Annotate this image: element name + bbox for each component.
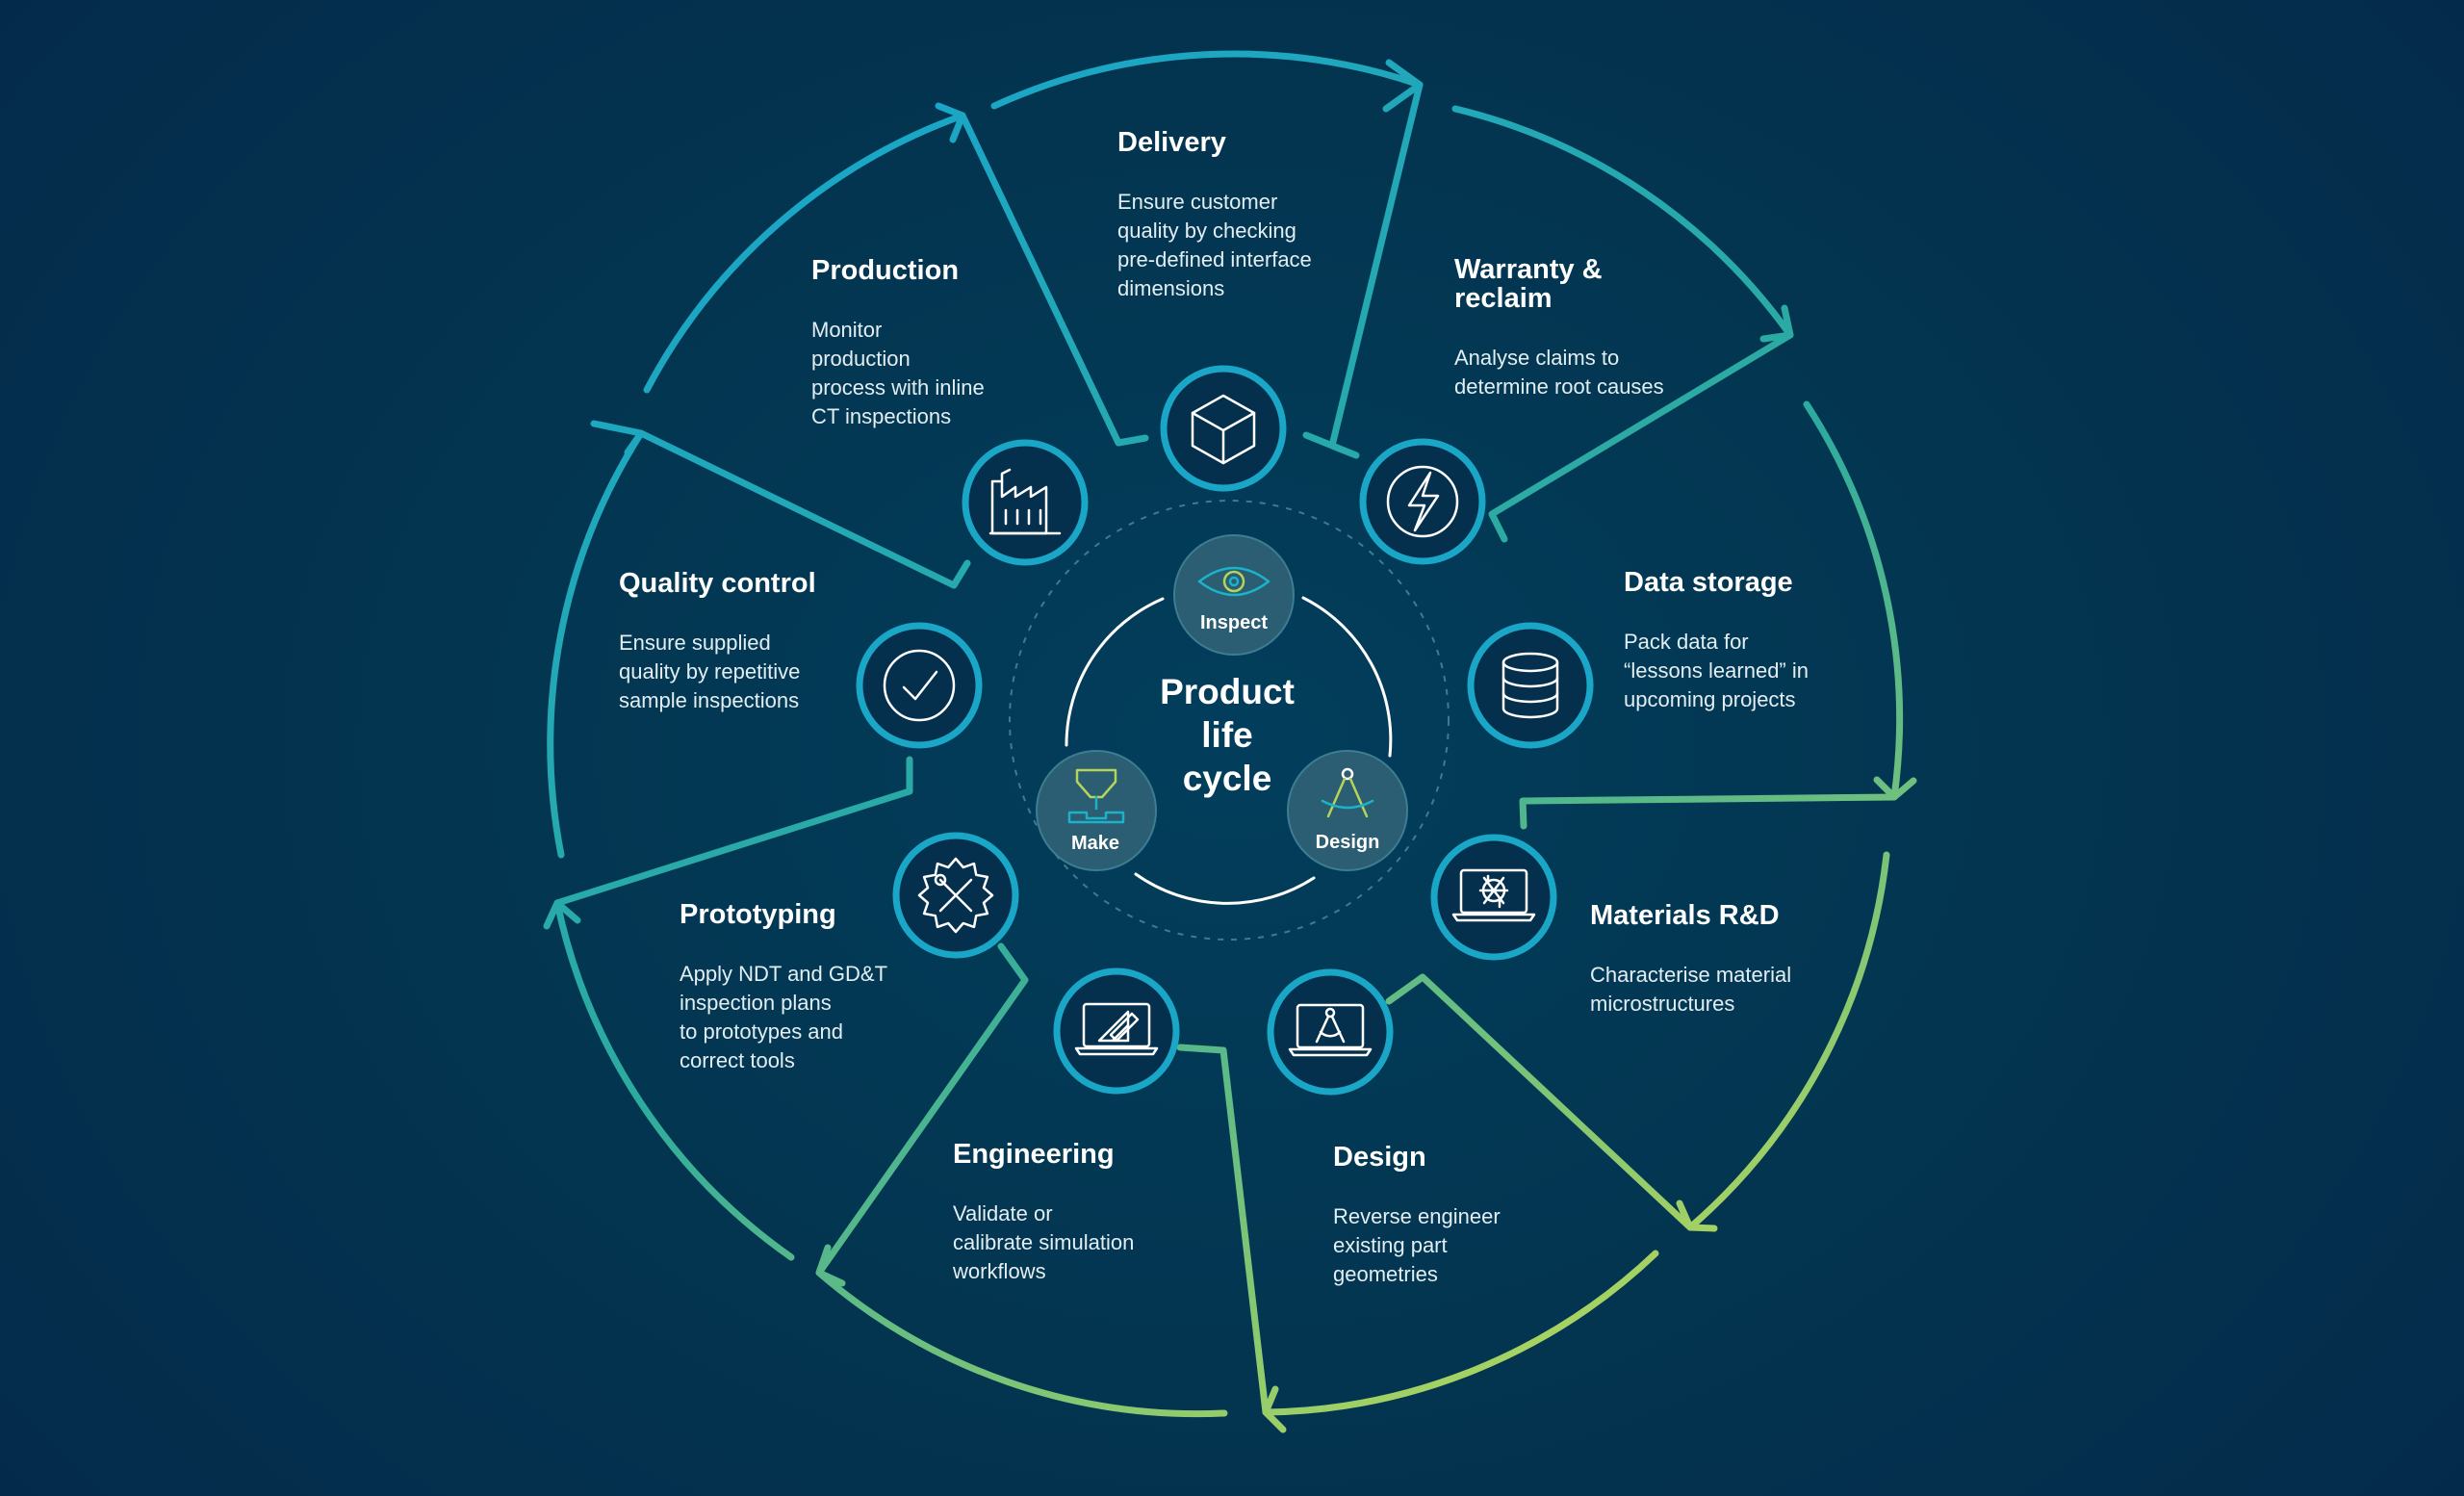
stage-desc-delivery: Ensure customer quality by checking pre-… bbox=[1117, 190, 1312, 300]
stage-desc-production: Monitor production process with inline C… bbox=[811, 318, 985, 428]
stage-desc-quality-control: Ensure supplied quality by repetitive sa… bbox=[619, 631, 801, 712]
arrowhead bbox=[1262, 1385, 1287, 1433]
stage-icon-circle-engineering bbox=[1053, 967, 1180, 1095]
stage-icon-circle-data-storage bbox=[1467, 622, 1594, 749]
stage-desc-prototyping: Apply NDT and GD&T inspection plans to p… bbox=[680, 962, 888, 1072]
segment-design bbox=[1176, 1044, 1659, 1416]
hub-label-design: Design bbox=[1315, 832, 1380, 853]
stage-icon-circle-production bbox=[962, 439, 1089, 566]
segment-delivery bbox=[990, 50, 1424, 459]
drafting-laptop-icon bbox=[1074, 1002, 1159, 1056]
lightning-icon bbox=[1386, 465, 1459, 538]
arrowhead bbox=[815, 1244, 846, 1287]
hub-design bbox=[1287, 750, 1408, 871]
arrowhead bbox=[935, 102, 966, 143]
nozzle-icon bbox=[1067, 768, 1125, 824]
stage-title-warranty: Warranty & reclaim bbox=[1454, 254, 1603, 314]
segment-data-storage bbox=[1519, 400, 1904, 830]
hub-inspect bbox=[1173, 534, 1295, 656]
hub-make bbox=[1036, 750, 1157, 871]
center-cycle-arcs bbox=[1065, 596, 1393, 905]
segment-production bbox=[643, 112, 1149, 447]
inner-dashed-ring bbox=[1009, 500, 1450, 941]
lifecycle-segments bbox=[547, 50, 1904, 1418]
arrowhead bbox=[1873, 776, 1917, 801]
gear-tools-icon bbox=[917, 857, 994, 934]
stage-title-production: Production bbox=[811, 255, 960, 286]
stage-desc-design: Reverse engineer existing part geometrie… bbox=[1333, 1204, 1501, 1286]
stage-title-delivery: Delivery bbox=[1117, 127, 1226, 158]
center-title: Product life cycle bbox=[1160, 672, 1295, 798]
segment-quality-control bbox=[547, 429, 971, 859]
stage-icon-circle-quality-control bbox=[856, 622, 983, 749]
arrowhead bbox=[590, 420, 645, 456]
segment-engineering bbox=[815, 942, 1228, 1418]
eye-icon bbox=[1197, 566, 1270, 597]
hub-label-make: Make bbox=[1070, 833, 1120, 854]
stage-title-design: Design bbox=[1333, 1142, 1426, 1173]
compass-laptop-icon bbox=[1288, 1003, 1373, 1057]
lifecycle-arrowheads bbox=[543, 59, 1917, 1433]
factory-icon bbox=[988, 468, 1062, 535]
stage-desc-materials: Characterise material microstructures bbox=[1590, 963, 1792, 1016]
checkmark-icon bbox=[883, 649, 956, 722]
segment-warranty bbox=[1451, 105, 1794, 543]
stage-desc-engineering: Validate or calibrate simulation workflo… bbox=[953, 1201, 1135, 1283]
database-icon bbox=[1502, 652, 1559, 719]
segment-materials bbox=[1385, 851, 1890, 1231]
stage-title-data-storage: Data storage bbox=[1624, 567, 1793, 598]
arrowhead bbox=[1676, 1199, 1718, 1232]
arrowhead bbox=[1759, 304, 1794, 343]
stage-icon-circle-materials bbox=[1430, 834, 1557, 961]
stage-icon-circle-design bbox=[1267, 968, 1394, 1096]
stage-icon-circle-prototyping bbox=[892, 832, 1019, 959]
stage-desc-warranty: Analyse claims to determine root causes bbox=[1454, 346, 1664, 399]
arrowhead bbox=[543, 899, 581, 930]
stage-title-quality-control: Quality control bbox=[619, 568, 816, 599]
stage-icon-circle-warranty bbox=[1359, 438, 1486, 565]
stage-icon-circle-delivery bbox=[1160, 365, 1287, 492]
arrowhead bbox=[1382, 59, 1424, 113]
stage-title-engineering: Engineering bbox=[953, 1139, 1115, 1170]
stage-desc-data-storage: Pack data for “lessons learned” in upcom… bbox=[1624, 630, 1809, 711]
stage-title-prototyping: Prototyping bbox=[680, 899, 836, 930]
stage-title-materials: Materials R&D bbox=[1590, 900, 1780, 931]
hub-label-inspect: Inspect bbox=[1199, 612, 1269, 633]
compass-icon bbox=[1321, 767, 1374, 818]
cube-icon bbox=[1191, 394, 1256, 465]
segment-prototyping bbox=[553, 756, 913, 1261]
microstructure-laptop-icon bbox=[1451, 868, 1536, 922]
